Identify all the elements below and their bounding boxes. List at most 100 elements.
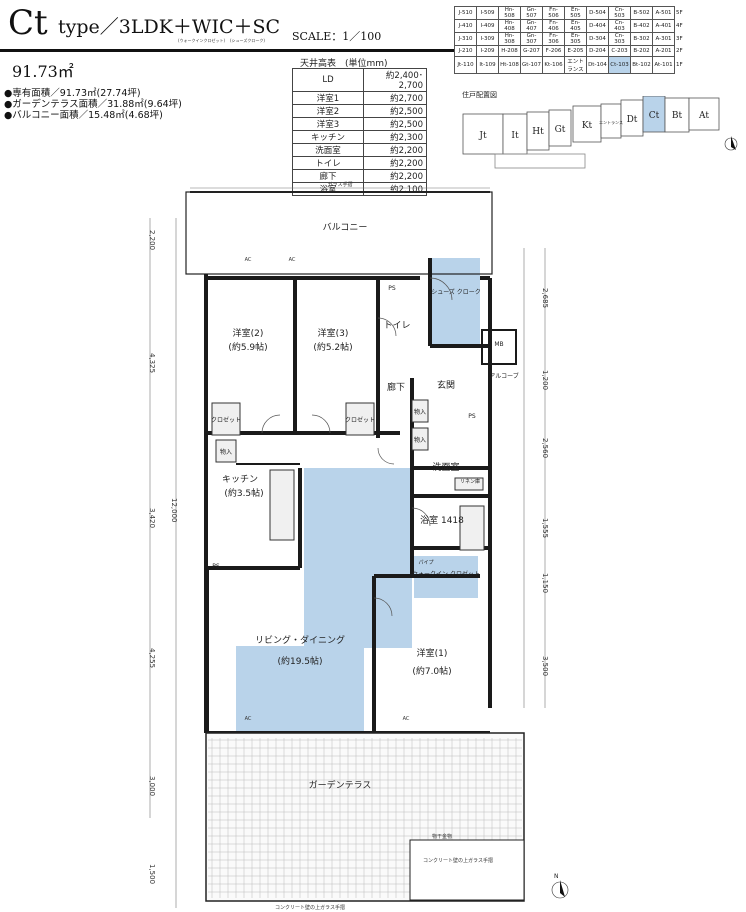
mb-box <box>481 329 517 365</box>
closet-label: クロゼット <box>211 416 241 424</box>
storage-hall <box>411 399 429 423</box>
area-garden: ●ガーデンテラス面積／31.88㎡(9.64坪) <box>4 99 182 110</box>
unit-cell: At-101 <box>652 56 675 74</box>
floor-label: 1F <box>676 62 683 68</box>
unit-cell: Ht-108 <box>498 56 521 74</box>
dimension-label: 2,200 <box>148 230 156 250</box>
closet-room3 <box>345 402 375 436</box>
table-row: トイレ約2,200 <box>292 156 427 170</box>
ceiling-table-title: 天井高表 (単位mm) <box>300 59 388 69</box>
unit-cell: Gn-507 <box>520 6 543 20</box>
dimension-label: 3,500 <box>541 656 549 676</box>
unit-cell: Cn-403 <box>608 19 631 33</box>
key-plan-title: 住戸配置図 <box>462 91 497 99</box>
key-plan-unit-kt <box>572 105 602 143</box>
unit-cell: En-405 <box>564 19 587 33</box>
unit-cell: Ct-103 <box>608 56 631 74</box>
unit-cell: Cn-303 <box>608 32 631 46</box>
room3-size: (約5.2帖) <box>313 341 352 353</box>
unit-cell: Fn-306 <box>542 32 565 46</box>
key-plan-label: Bt <box>672 111 683 121</box>
north-arrow-icon: N <box>551 873 569 899</box>
hall-label: 廊下 <box>387 381 405 393</box>
garden-terrace-label: ガーデンテラス <box>309 779 372 791</box>
unit-cell: A-201 <box>652 45 675 57</box>
ac-label: AC <box>289 257 296 263</box>
key-plan-label: Jt <box>478 131 487 141</box>
unit-cell: Gn-407 <box>520 19 543 33</box>
floor-label: 4F <box>676 23 683 29</box>
ld-label: リビング・ダイニング <box>255 634 345 646</box>
toilet-label: トイレ <box>383 321 410 331</box>
room2-label: 洋室(2) <box>233 327 264 339</box>
unit-cell: I-309 <box>476 32 499 46</box>
wic-label: ウォークイン クロゼット <box>412 570 480 578</box>
unit-cell: B-302 <box>630 32 653 46</box>
unit-cell: B-202 <box>630 45 653 57</box>
dimension-label-total: 12,000 <box>170 498 178 523</box>
area-exclusive: ●専有面積／91.73㎡(27.74坪) <box>4 88 141 99</box>
dimension-label: 4,325 <box>148 353 156 373</box>
unit-cell: En-305 <box>564 32 587 46</box>
floor-label: 5F <box>676 10 683 16</box>
closet-label: クロゼット <box>345 416 375 424</box>
unit-cell: Cn-503 <box>608 6 631 20</box>
ac-label: AC <box>245 257 252 263</box>
room1-size: (約7.0帖) <box>412 665 451 677</box>
unit-cell: I-509 <box>476 6 499 20</box>
entrance-label: 玄関 <box>437 379 455 391</box>
dimension-label: 1,555 <box>541 518 549 538</box>
bathtub <box>459 505 485 551</box>
unit-cell: A-301 <box>652 32 675 46</box>
unit-cell: Kt-106 <box>542 56 565 74</box>
unit-cell: A-401 <box>652 19 675 33</box>
mb-label: MB <box>494 341 503 348</box>
room2-size: (約5.9帖) <box>228 341 267 353</box>
key-plan-label: エントランス <box>599 119 623 125</box>
table-row: キッチン約2,300 <box>292 130 427 144</box>
unit-cell: I-409 <box>476 19 499 33</box>
storage-label: 物入 <box>414 436 426 444</box>
unit-cell: B-402 <box>630 19 653 33</box>
linen-label: リネン庫 <box>460 478 480 485</box>
dimension-label: 1,200 <box>541 370 549 390</box>
dimension-label: 3,000 <box>148 776 156 796</box>
kitchen-size: (約3.5帖) <box>224 487 263 499</box>
unit-cell: Fn-506 <box>542 6 565 20</box>
dimension-label: 1,500 <box>148 864 156 884</box>
unit-cell: E-205 <box>564 45 587 57</box>
floor-label: 2F <box>676 48 683 54</box>
unit-cell: Fn-406 <box>542 19 565 33</box>
key-plan: Jt It Ht Gt Kt エントランス Dt Ct Bt At <box>462 96 738 169</box>
total-area: 91.73㎡ <box>12 62 74 81</box>
ac-label: AC <box>403 716 410 722</box>
dimension-label: 3,420 <box>148 508 156 528</box>
unit-cell: Hn-408 <box>498 19 521 33</box>
kitchen-label: キッチン <box>222 474 258 485</box>
key-plan-unit-gt <box>548 109 572 147</box>
linen-shelf <box>454 477 484 491</box>
ac-label: AC <box>245 716 252 722</box>
north-arrow-icon <box>724 136 738 151</box>
unit-cell: Hn-308 <box>498 32 521 46</box>
type-label: Ct <box>8 3 48 43</box>
unit-cell: D-404 <box>586 19 609 33</box>
unit-cell: D-304 <box>586 32 609 46</box>
dimension-label: 1,150 <box>541 573 549 593</box>
laundry-fixture-note: 物干金物 <box>432 833 452 840</box>
unit-cell: J-210 <box>454 45 477 57</box>
key-plan-label: Ht <box>532 127 544 137</box>
bath-label: 浴室 1418 <box>420 514 464 526</box>
unit-cell: H-208 <box>498 45 521 57</box>
storage-kitchen <box>215 439 237 463</box>
header-rule <box>0 49 455 52</box>
closet-room2 <box>211 402 241 436</box>
unit-cell: Hn-508 <box>498 6 521 20</box>
unit-cell: Jt-110 <box>454 56 477 74</box>
table-row: 洗面室約2,200 <box>292 143 427 157</box>
wic-note: (ウォークインクロゼット) <box>178 38 226 43</box>
